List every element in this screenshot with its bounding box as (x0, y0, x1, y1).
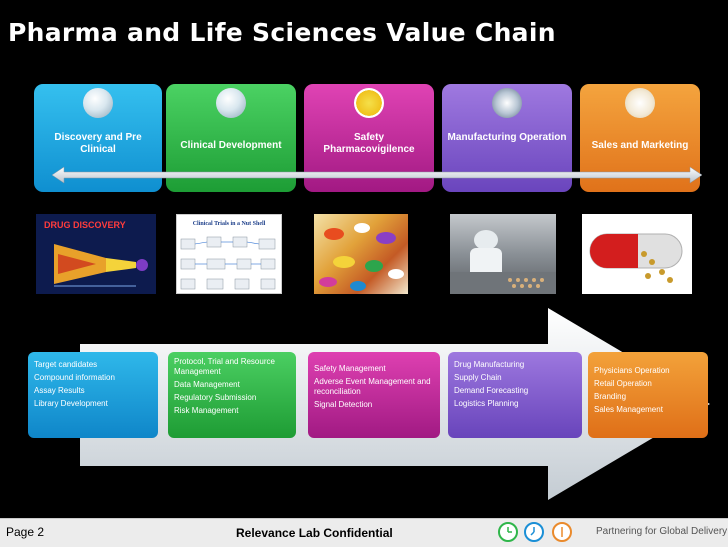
double-arrow-connector (52, 166, 702, 184)
slide-footer: Page 2 Relevance Lab Confidential Partne… (0, 518, 728, 547)
phase-label: Safety Pharmacovigilence (323, 132, 415, 155)
phase-label: Discovery and Pre Clinical (54, 132, 142, 155)
confidential-label: Relevance Lab Confidential (236, 526, 393, 540)
list-item: Drug Manufacturing (454, 360, 525, 369)
capsule-money-image (582, 214, 692, 294)
discovery-list: Target candidates Compound information A… (28, 352, 158, 438)
clock-green-icon (498, 522, 518, 542)
lab-flask-icon (83, 88, 113, 118)
tagline: Partnering for Global Delivery (596, 526, 728, 537)
list-item: Risk Management (174, 406, 239, 415)
phase-label: Manufacturing Operation (447, 132, 567, 143)
gears-icon (492, 88, 522, 118)
list-item: Assay Results (34, 386, 85, 395)
sales-list: Physicians Operation Retail Operation Br… (588, 352, 708, 438)
safety-list: Safety Management Adverse Event Manageme… (308, 352, 440, 438)
list-item: Branding (594, 392, 627, 401)
clock-blue-icon (524, 522, 544, 542)
list-item: Physicians Operation (594, 366, 670, 375)
manufacturing-list: Drug Manufacturing Supply Chain Demand F… (448, 352, 582, 438)
phase-label: Sales and Marketing (591, 140, 689, 151)
list-item: Adverse Event Management and reconciliat… (314, 377, 431, 396)
drug-discovery-image: DRUG DISCOVERY (36, 214, 156, 294)
clock-orange-icon (552, 522, 572, 542)
list-item: Regulatory Submission (174, 393, 257, 402)
clinical-trials-caption: Clinical Trials in a Nut Shell (192, 221, 266, 227)
list-item: Protocol, Trial and Resource Management (174, 357, 275, 376)
list-item: Demand Forecasting (454, 386, 529, 395)
handshake-icon (625, 88, 655, 118)
clinical-list: Protocol, Trial and Resource Management … (168, 352, 296, 438)
slide-title: Pharma and Life Sciences Value Chain (8, 18, 556, 47)
list-item: Signal Detection (314, 400, 373, 409)
page-number: Page 2 (6, 525, 45, 539)
list-item: Supply Chain (454, 373, 502, 382)
clinical-trials-image: Clinical Trials in a Nut Shell (176, 214, 282, 294)
list-item: Logistics Planning (454, 399, 519, 408)
pills-image (314, 214, 408, 294)
phase-label: Clinical Development (180, 140, 282, 151)
safety-first-icon (354, 88, 384, 118)
clinical-team-icon (216, 88, 246, 118)
list-item: Target candidates (34, 360, 98, 369)
list-item: Sales Management (594, 405, 663, 414)
drug-discovery-caption: DRUG DISCOVERY (44, 220, 126, 230)
list-item: Retail Operation (594, 379, 652, 388)
list-item: Safety Management (314, 364, 386, 373)
list-item: Data Management (174, 380, 240, 389)
manufacturing-photo (450, 214, 556, 294)
list-item: Compound information (34, 373, 115, 382)
list-item: Library Development (34, 399, 108, 408)
